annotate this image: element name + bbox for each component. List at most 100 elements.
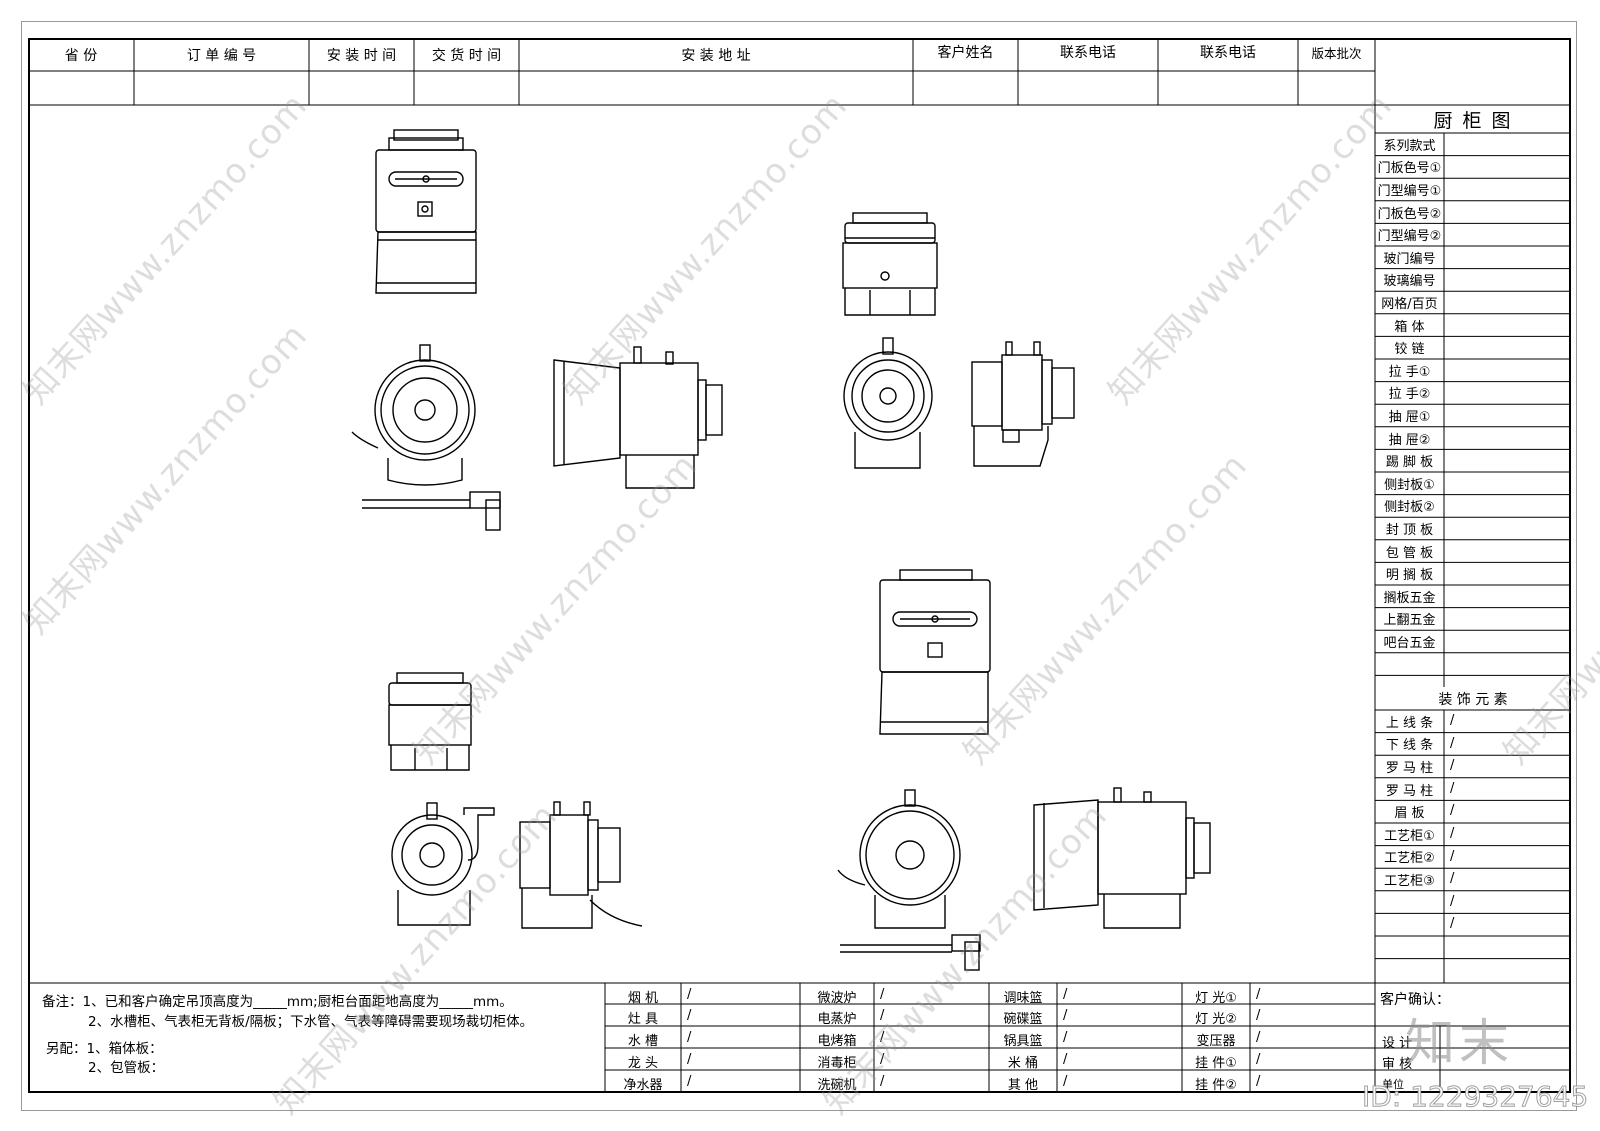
appliance-value: / (1063, 1052, 1068, 1067)
sidebar-row-label: 门板色号① (1377, 161, 1442, 177)
sidebar-row-label: 网格/百页 (1381, 296, 1438, 312)
appliance-value: / (1063, 1008, 1068, 1023)
header-install-address: 安 装 地 址 (681, 48, 751, 64)
lens-front-view-2 (842, 212, 938, 316)
brand-logo: 知末 (1405, 1014, 1513, 1072)
header-version: 版本批次 (1311, 45, 1362, 61)
decor-row-label (1376, 913, 1443, 936)
lens-front-view-1 (375, 129, 477, 294)
customer-confirm-label: 客户确认： (1380, 992, 1450, 1008)
sidebar-row-label: 抽 屉① (1388, 409, 1431, 425)
sidebar-row-label: 搁板五金 (1383, 590, 1436, 606)
sheet-border (21, 21, 1577, 1111)
sidebar-title: 厨 柜 图 (1433, 110, 1513, 132)
decor-row-value: / (1450, 916, 1455, 932)
sidebar-row-label: 侧封板① (1384, 477, 1435, 493)
sidebar-row-label: 系列款式 (1383, 138, 1436, 154)
unit-label: 单位 (1382, 1078, 1404, 1091)
lens-side-view-3 (519, 801, 643, 929)
appliance-label: 灯 光① (1195, 991, 1237, 1006)
decor-row-label: 工艺柜② (1384, 851, 1435, 867)
appliance-label: 碗碟篮 (1003, 1012, 1043, 1027)
decor-row-value: / (1450, 803, 1455, 819)
sidebar-row-label: 门板色号② (1377, 206, 1442, 222)
appliance-value: / (687, 1030, 692, 1045)
sidebar-row-label: 箱 体 (1394, 319, 1425, 335)
lens-end-view-4 (837, 789, 961, 929)
appliance-value: / (1256, 1030, 1261, 1045)
decor-row-label (1376, 891, 1443, 914)
header-customer-name: 客户姓名 (937, 45, 994, 61)
appliance-value: / (1256, 987, 1261, 1002)
appliance-value: / (1256, 1052, 1261, 1067)
sidebar-row-label: 踢 脚 板 (1385, 455, 1434, 471)
appliance-value: / (1063, 1030, 1068, 1045)
header-province: 省 份 (64, 48, 98, 64)
appliance-label: 锅具篮 (1003, 1034, 1043, 1049)
decor-row-label (1376, 936, 1443, 959)
appliance-label: 消毒柜 (817, 1056, 857, 1071)
appliance-label: 洗碗机 (817, 1078, 857, 1093)
design-label: 设 计 (1382, 1036, 1413, 1051)
appliance-value: / (1063, 1074, 1068, 1089)
decor-row-label: 工艺柜① (1384, 828, 1435, 844)
lens-side-view-1 (553, 346, 723, 489)
lens-front-view-4 (879, 569, 991, 735)
sidebar-row-label (1376, 653, 1443, 676)
appliance-label: 灶 具 (627, 1012, 659, 1027)
appliance-label: 灯 光② (1195, 1012, 1237, 1027)
sidebar-row-label: 封 顶 板 (1385, 522, 1434, 538)
header-order-number: 订 单 编 号 (186, 48, 257, 64)
appliance-label: 净水器 (623, 1078, 663, 1093)
sidebar-row-label: 门型编号① (1377, 183, 1442, 199)
decor-row-label: 上 线 条 (1385, 715, 1434, 731)
appliance-label: 龙 头 (627, 1056, 659, 1071)
decor-row-label: 罗 马 柱 (1385, 760, 1434, 776)
appliance-label: 米 桶 (1007, 1056, 1039, 1071)
sidebar-row-label: 上翻五金 (1383, 613, 1436, 629)
appliance-label: 水 槽 (627, 1034, 659, 1049)
appliance-value: / (687, 1008, 692, 1023)
appliance-label: 调味篮 (1003, 991, 1043, 1006)
lens-drawings (351, 129, 1211, 971)
appliance-value: / (880, 1030, 885, 1045)
note-line-3: 另配：1、箱体板： (46, 1041, 163, 1057)
note-line-2: 2、水槽柜、气表柜无背板/隔板；下水管、气表等障碍需要现场裁切柜体。 (88, 1014, 534, 1030)
appliance-label: 电烤箱 (817, 1034, 857, 1049)
appliance-value: / (687, 1052, 692, 1067)
appliance-label: 烟 机 (627, 991, 659, 1006)
appliance-value: / (880, 1074, 885, 1089)
decor-row-value: / (1450, 735, 1455, 751)
decor-row-label: 下 线 条 (1385, 738, 1434, 754)
appliance-value: / (1256, 1074, 1261, 1089)
decor-row-value: / (1450, 893, 1455, 909)
appliance-value: / (880, 1008, 885, 1023)
header-delivery-time: 交 货 时 间 (431, 48, 502, 64)
sidebar-row-label: 门型编号② (1377, 229, 1442, 245)
sidebar-row-label: 吧台五金 (1383, 635, 1436, 651)
sidebar-row-label: 侧封板② (1384, 500, 1435, 516)
header-phone-1: 联系电话 (1060, 45, 1116, 61)
header-phone-2: 联系电话 (1200, 45, 1256, 61)
appliance-label: 挂 件① (1195, 1056, 1237, 1071)
decor-row-value: / (1450, 848, 1455, 864)
lens-end-view-1 (351, 344, 476, 486)
sidebar-row-label: 抽 屉② (1388, 432, 1431, 448)
appliance-label: 微波炉 (817, 991, 857, 1006)
appliance-value: / (1256, 1008, 1261, 1023)
sidebar-row-label: 玻璃编号 (1383, 274, 1436, 290)
decor-row-value: / (1450, 826, 1455, 841)
sidebar-row-label: 包 管 板 (1385, 545, 1434, 561)
decor-row-label: 眉 板 (1394, 806, 1425, 822)
decor-row-label: 工艺柜③ (1384, 873, 1435, 889)
appliance-value: / (687, 1074, 692, 1089)
sidebar-row-label: 玻门编号 (1383, 251, 1436, 267)
image-id: ID: 1229327645 (1361, 1080, 1589, 1114)
header-install-time: 安 装 时 间 (326, 48, 397, 64)
appliance-label: 挂 件② (1195, 1078, 1237, 1093)
lens-side-view-4 (1033, 787, 1211, 929)
lens-end-view-3 (391, 802, 495, 926)
review-label: 审 核 (1382, 1057, 1413, 1072)
appliance-value: / (880, 987, 885, 1002)
